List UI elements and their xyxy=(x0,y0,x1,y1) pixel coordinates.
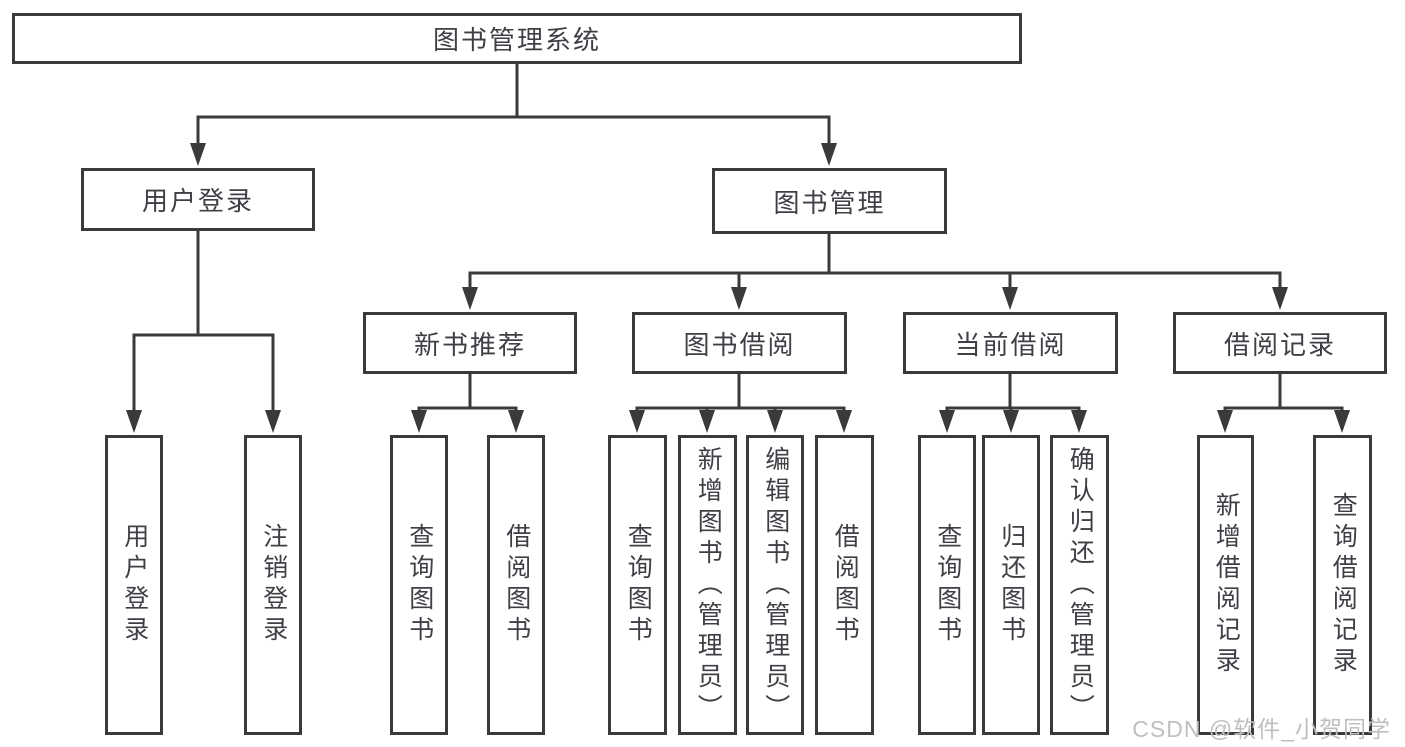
node-book-borrowing: 图书借阅 xyxy=(632,312,847,374)
arrow-down-icon xyxy=(190,143,206,166)
leaf-label: 查询图书 xyxy=(405,523,434,647)
leaf-query-books-recommend: 查询图书 xyxy=(390,435,448,735)
node-user-login-branch: 用户登录 xyxy=(81,168,315,231)
leaf-label: 新增图书（管理员） xyxy=(694,445,723,725)
leaf-label: 归还图书 xyxy=(997,523,1026,647)
node-book-management-branch: 图书管理 xyxy=(712,168,947,234)
leaf-borrow-books-borrowing: 借阅图书 xyxy=(815,435,874,735)
leaf-add-books-admin: 新增图书（管理员） xyxy=(678,435,737,735)
leaf-label: 确认归还（管理员） xyxy=(1066,445,1095,725)
arrow-down-icon xyxy=(939,410,955,433)
arrow-down-icon xyxy=(1071,410,1087,433)
arrow-down-icon xyxy=(699,410,715,433)
leaf-label: 查询图书 xyxy=(624,523,653,647)
arrow-down-icon xyxy=(462,287,478,310)
node-root-system: 图书管理系统 xyxy=(12,13,1022,64)
leaf-confirm-return-admin: 确认归还（管理员） xyxy=(1050,435,1109,735)
leaf-label: 借阅图书 xyxy=(831,523,860,647)
leaf-borrow-books-recommend: 借阅图书 xyxy=(487,435,545,735)
arrow-down-icon xyxy=(767,410,783,433)
arrow-down-icon xyxy=(1334,410,1350,433)
node-current-borrowing: 当前借阅 xyxy=(903,312,1118,374)
csdn-watermark: CSDN @软件_小贺同学 xyxy=(1132,716,1391,742)
leaf-label: 查询图书 xyxy=(933,523,962,647)
arrow-down-icon xyxy=(1217,410,1233,433)
arrow-down-icon xyxy=(126,410,142,433)
leaf-label: 编辑图书（管理员） xyxy=(761,445,790,725)
arrow-down-icon xyxy=(411,410,427,433)
node-borrow-records: 借阅记录 xyxy=(1173,312,1387,374)
arrow-down-icon xyxy=(629,410,645,433)
arrow-down-icon xyxy=(836,410,852,433)
leaf-query-borrow-record: 查询借阅记录 xyxy=(1313,435,1372,735)
leaf-query-books-borrowing: 查询图书 xyxy=(608,435,667,735)
arrow-down-icon xyxy=(731,287,747,310)
leaf-edit-books-admin: 编辑图书（管理员） xyxy=(746,435,804,735)
arrow-down-icon xyxy=(508,410,524,433)
node-new-book-recommend: 新书推荐 xyxy=(363,312,577,374)
leaf-query-books-current: 查询图书 xyxy=(918,435,976,735)
arrow-down-icon xyxy=(1002,287,1018,310)
leaf-label: 借阅图书 xyxy=(502,523,531,647)
arrow-down-icon xyxy=(1003,410,1019,433)
arrow-down-icon xyxy=(265,410,281,433)
leaf-label: 用户登录 xyxy=(120,523,149,647)
arrow-down-icon xyxy=(821,143,837,166)
arrow-down-icon xyxy=(1272,287,1288,310)
leaf-user-login: 用户登录 xyxy=(105,435,163,735)
leaf-return-books: 归还图书 xyxy=(982,435,1040,735)
leaf-logout: 注销登录 xyxy=(244,435,302,735)
leaf-label: 查询借阅记录 xyxy=(1329,492,1358,678)
leaf-add-borrow-record: 新增借阅记录 xyxy=(1197,435,1254,735)
leaf-label: 新增借阅记录 xyxy=(1212,492,1241,678)
leaf-label: 注销登录 xyxy=(259,523,288,647)
